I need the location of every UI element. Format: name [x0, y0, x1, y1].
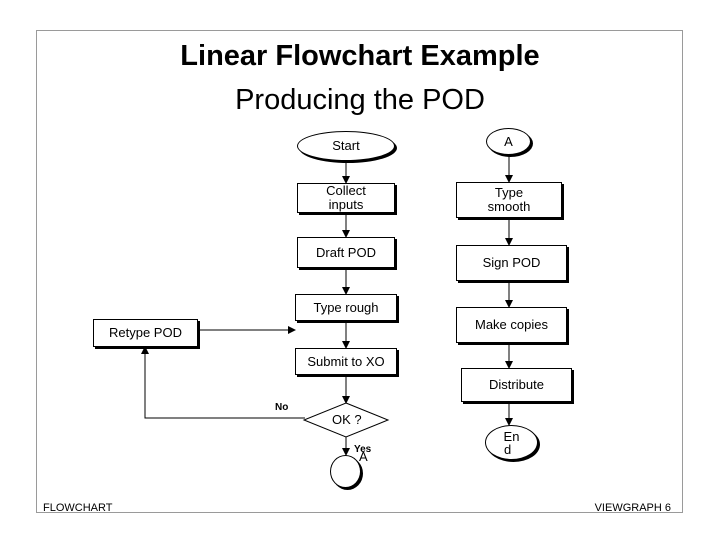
retype-pod-label: Retype POD	[109, 325, 182, 340]
draft-pod-label: Draft POD	[316, 244, 376, 260]
draft-pod-box: Draft POD	[297, 237, 395, 268]
slide-subtitle: Producing the POD	[235, 84, 485, 116]
collect-inputs-label-line2: inputs	[328, 197, 364, 212]
sign-pod-box: Sign POD	[456, 245, 567, 281]
type-smooth-label-line1: Type	[494, 185, 524, 200]
collect-inputs-label-line1: Collect	[326, 183, 366, 198]
type-smooth-box: Type smooth	[456, 182, 562, 218]
slide-frame	[36, 30, 683, 513]
connector-a-top: A	[486, 128, 531, 155]
start-label: Start	[332, 138, 360, 153]
ok-decision-label: OK ?	[332, 412, 362, 427]
make-copies-box: Make copies	[456, 307, 567, 343]
sign-pod-label: Sign POD	[482, 255, 541, 270]
retype-pod-box: Retype POD	[93, 319, 198, 347]
submit-to-xo-box: Submit to XO	[295, 348, 397, 375]
connector-a-bottom	[330, 455, 361, 488]
no-branch-label: No	[275, 402, 289, 413]
make-copies-label: Make copies	[475, 317, 548, 332]
footer-right: VIEWGRAPH 6	[594, 502, 671, 514]
yes-branch-label: Yes	[354, 444, 372, 455]
type-rough-label: Type rough	[313, 299, 379, 315]
slide-title: Linear Flowchart Example	[180, 40, 540, 72]
submit-to-xo-label: Submit to XO	[307, 353, 385, 369]
connector-a-bottom-label: A	[359, 449, 368, 464]
distribute-label: Distribute	[489, 377, 544, 392]
end-label-line1: En	[503, 428, 520, 444]
type-rough-box: Type rough	[295, 294, 397, 321]
end-terminal: En d	[485, 425, 538, 460]
type-smooth-label-line2: smooth	[487, 199, 531, 214]
connector-a-top-label: A	[504, 133, 513, 149]
collect-inputs-box: Collect inputs	[297, 183, 395, 213]
distribute-box: Distribute	[461, 368, 572, 402]
ok-decision-diamond	[302, 402, 390, 438]
start-terminal: Start	[297, 131, 395, 161]
end-label-line2: d	[504, 441, 512, 457]
footer-left: FLOWCHART	[43, 502, 113, 514]
